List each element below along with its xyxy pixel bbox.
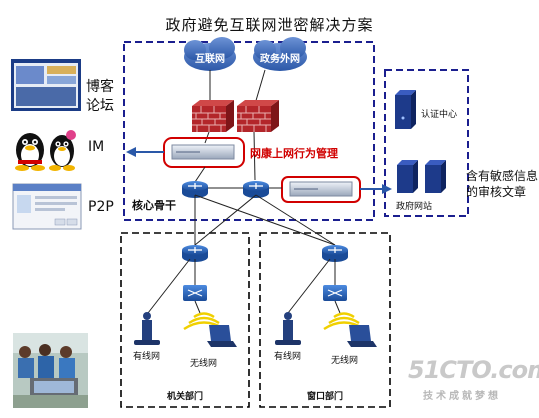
label-gov-site: 政府网站 <box>396 202 433 212</box>
gov-extranet-cloud <box>253 37 307 71</box>
blog-screenshot <box>11 59 81 111</box>
diagram-title: 政府避免互联网泄密解决方案 <box>165 16 374 34</box>
firewall-1 <box>191 99 235 133</box>
dept2-laptop <box>347 325 377 347</box>
cloud-label-gov-extranet: 政务外网 <box>260 54 300 65</box>
dept1-wired-label: 有线网 <box>133 352 161 362</box>
dept2-wired-label: 有线网 <box>274 352 302 362</box>
label-blog-forum: 博客 论坛 <box>86 79 114 114</box>
internet-cloud <box>184 37 236 71</box>
dept2-name: 窗口部门 <box>306 392 343 402</box>
p2p-window-screenshot <box>12 183 82 230</box>
dept2-wired-user <box>275 312 301 345</box>
dept1-wireless-label: 无线网 <box>190 359 218 369</box>
dept1-name: 机关部门 <box>166 392 203 402</box>
dept2-access <box>322 284 348 302</box>
label-im: IM <box>88 139 105 155</box>
firewall-2 <box>236 99 280 133</box>
watermark-slogan: 技术成就梦想 <box>423 391 501 402</box>
users-photo <box>13 333 88 408</box>
label-audit-device: 网康上网行为管理 <box>250 147 338 160</box>
label-p2p: P2P <box>88 199 114 215</box>
core-region <box>123 41 375 221</box>
dept2-wireless-label: 无线网 <box>331 356 359 366</box>
dept-region-2 <box>259 232 391 408</box>
auth-server <box>395 90 416 129</box>
dept-region-1 <box>120 232 250 408</box>
dept1-wired-user <box>134 312 160 345</box>
server-region <box>384 69 469 217</box>
label-sensitive-articles: 含有敏感信息 的审核文章 <box>466 169 539 199</box>
watermark-brand: 51CTO.com <box>408 356 539 384</box>
qq-penguins <box>15 130 76 171</box>
dept1-access <box>182 284 208 302</box>
dept1-laptop <box>207 325 237 347</box>
label-auth-center: 认证中心 <box>421 110 458 120</box>
cloud-label-internet: 互联网 <box>195 54 225 65</box>
label-core-backbone: 核心骨干 <box>132 199 176 212</box>
gov-site-servers <box>397 160 446 193</box>
